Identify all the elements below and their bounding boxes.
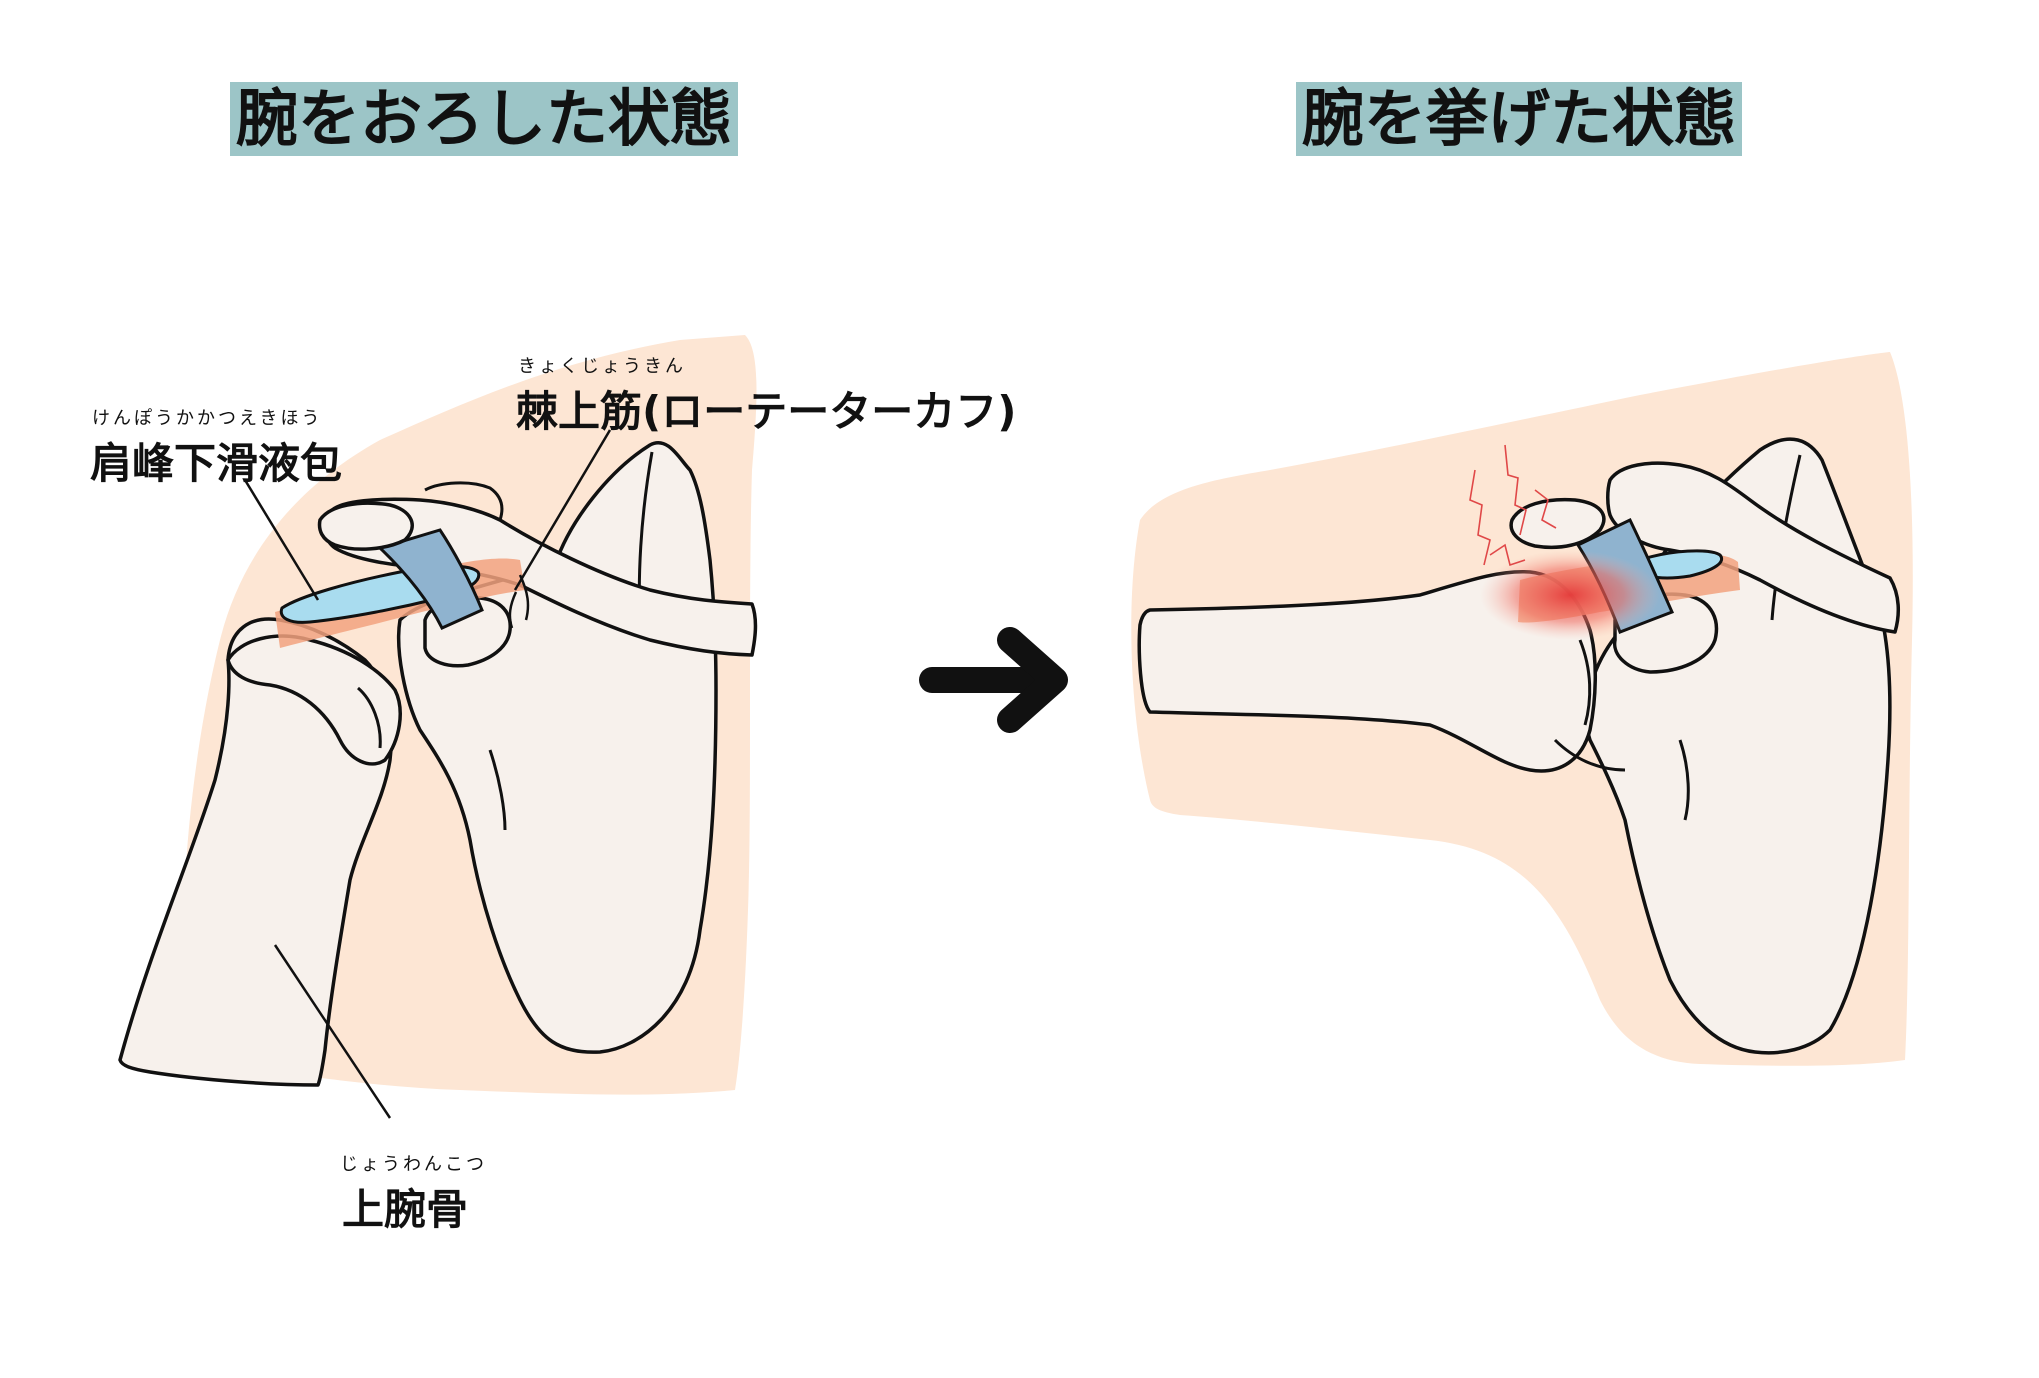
arm-raised-illustration: [1131, 352, 1913, 1066]
arm-down-illustration: [118, 335, 758, 1119]
leader-humerus: [273, 944, 392, 1119]
humerus-reading: じょうわんこつ: [340, 1154, 487, 1175]
bursa-label: 肩峰下滑液包: [90, 439, 343, 488]
tendon-left: [377, 528, 484, 630]
humerus-label: 上腕骨: [342, 1185, 469, 1234]
supraspinatus-reading: きょくじょうきん: [518, 356, 686, 377]
leader-supraspinatus: [513, 429, 612, 591]
bursa-reading: けんぽうかかつえきほう: [92, 408, 323, 429]
title-arm-down: 腕をおろした状態: [230, 82, 739, 156]
arrow-right-icon: [919, 627, 1068, 733]
pain-area: [1480, 550, 1660, 640]
title-arm-raised: 腕を挙げた状態: [1296, 82, 1743, 156]
leader-bursa: [243, 479, 320, 601]
supraspinatus-label: 棘上筋(ローテーターカフ): [516, 387, 1017, 436]
pain-lines: [1469, 444, 1557, 567]
